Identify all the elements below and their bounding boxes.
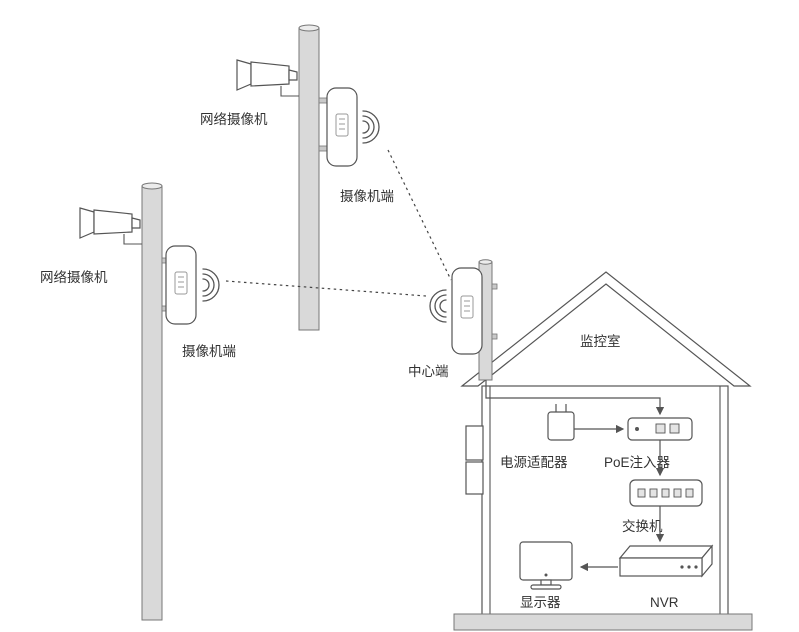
wifi-waves-center-icon (429, 289, 447, 323)
wifi-waves-left-icon (202, 268, 220, 302)
wireless-link-top (387, 149, 452, 281)
wireless-cpe-center-icon (451, 267, 498, 355)
wall-fixture (465, 461, 484, 495)
label-camera-end-top: 摄像机端 (340, 189, 394, 204)
monitoring-room-house (453, 271, 753, 631)
wireless-cpe-top-icon (318, 87, 358, 167)
label-monitoring-room: 监控室 (580, 333, 621, 349)
label-nvr: NVR (650, 595, 679, 610)
wireless-cpe-left-icon (161, 245, 197, 325)
label-camera-top: 网络摄像机 (200, 112, 268, 127)
label-monitor: 显示器 (520, 595, 561, 610)
pole-left (141, 182, 163, 621)
nvr-icon (618, 544, 714, 578)
wall-fixture (465, 425, 484, 461)
foundation (453, 613, 753, 631)
power-adapter-icon (547, 404, 575, 441)
switch-icon (629, 479, 703, 507)
cable-receiver-to-injector (485, 380, 665, 416)
pole-top (298, 24, 320, 331)
label-switch: 交换机 (622, 518, 663, 534)
wifi-waves-top-icon (362, 110, 380, 144)
label-poe-injector: PoE注入器 (604, 455, 671, 470)
monitor-icon (519, 541, 573, 590)
label-camera-left: 网络摄像机 (40, 270, 108, 285)
cctv-camera-top-icon (236, 59, 299, 97)
wireless-link-left (225, 280, 427, 297)
label-camera-end-left: 摄像机端 (182, 344, 236, 359)
label-power-adapter: 电源适配器 (500, 455, 568, 470)
poe-injector-icon (627, 417, 693, 441)
cctv-camera-left-icon (79, 207, 142, 245)
label-center-end: 中心端 (408, 364, 449, 379)
